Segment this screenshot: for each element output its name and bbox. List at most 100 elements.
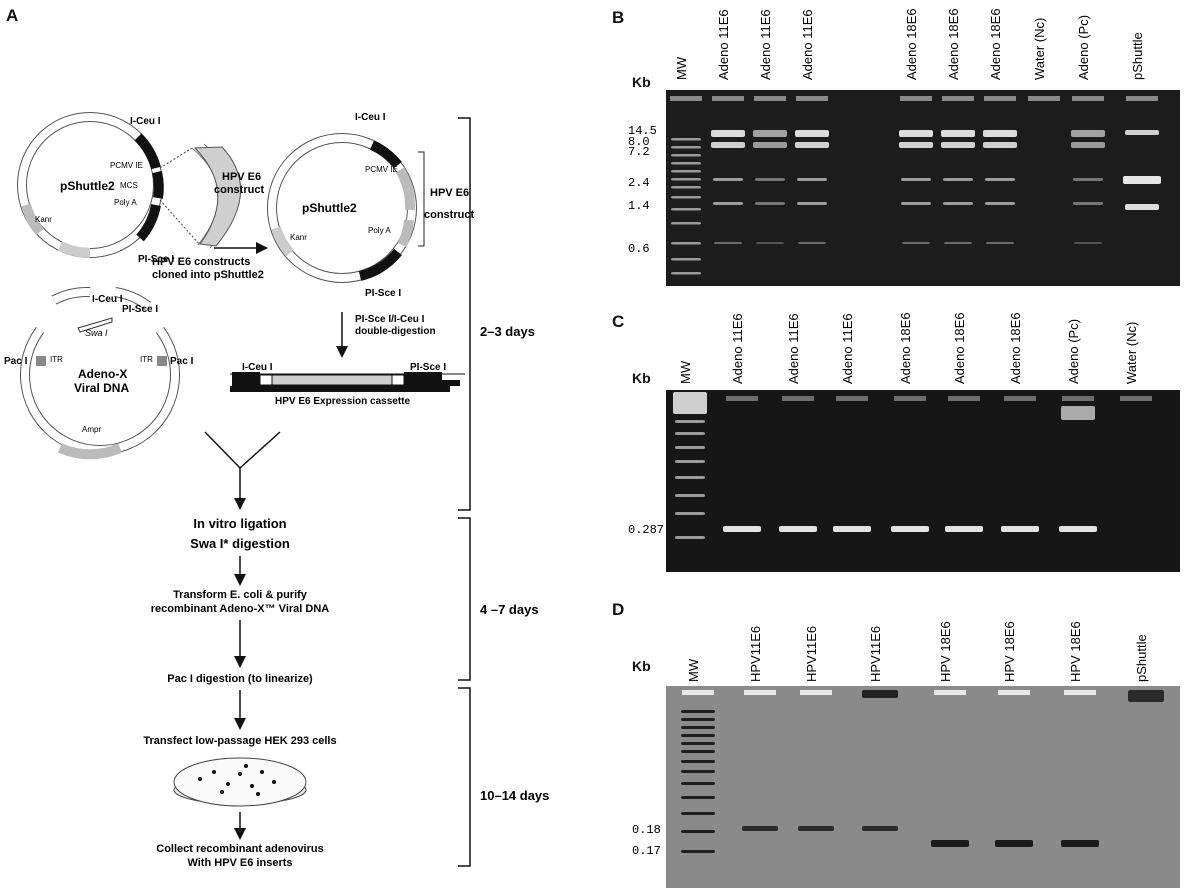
cloned-label-line2: cloned into pShuttle2 — [152, 269, 264, 281]
gelB-well — [1072, 96, 1104, 101]
gelB-band — [671, 170, 701, 173]
gelB-band — [983, 142, 1017, 148]
join-lines — [204, 431, 281, 470]
gelC-well — [948, 396, 980, 401]
gelB-band — [795, 130, 829, 137]
gelB-lane-label: Adeno 18E6 — [946, 8, 961, 80]
pcmv-label-right: PCMV IE — [365, 165, 398, 174]
gelB-band — [713, 178, 743, 181]
gelB-band — [941, 130, 975, 137]
gelB-band — [1071, 130, 1105, 137]
expression-cassette — [230, 372, 465, 392]
gelB-band — [985, 202, 1015, 205]
gelD-band — [681, 760, 715, 763]
gelB-lane-label: pShuttle — [1130, 32, 1145, 80]
gelD-lane-label: HPV11E6 — [868, 626, 883, 682]
pisce-label-right: PI-Sce I — [365, 288, 401, 299]
gelB-band — [943, 178, 973, 181]
step-transform: Transform E. coli & purify — [173, 589, 308, 601]
gelC-well — [1004, 396, 1036, 401]
pshuttle2-label-right: pShuttle2 — [302, 201, 357, 215]
gelD-well — [934, 690, 966, 695]
gelC-well — [1062, 396, 1094, 401]
gel-c-unit: Kb — [632, 370, 651, 386]
gelC-lane-label: Water (Nc) — [1124, 322, 1139, 384]
gelB-band — [797, 202, 827, 205]
gelB-well — [754, 96, 786, 101]
gelB-well — [1126, 96, 1158, 101]
gelC-well — [836, 396, 868, 401]
gelB-band — [986, 242, 1014, 244]
amp-label: Ampr — [82, 425, 101, 434]
gelB-band — [671, 154, 701, 157]
step-ligation: In vitro ligation — [193, 516, 286, 531]
gel-d-unit: Kb — [632, 658, 651, 674]
iceu-label-right: I-Ceu I — [355, 112, 386, 123]
gelB-band — [1073, 178, 1103, 181]
gelD-well — [998, 690, 1030, 695]
gelB-band — [711, 130, 745, 137]
construct-label-line1: HPV E6 — [222, 171, 261, 183]
gelD-band — [681, 850, 715, 853]
timeline-10-14-days: 10–14 days — [480, 788, 549, 803]
gelC-lane-label: Adeno 11E6 — [786, 313, 801, 384]
gelB-band — [901, 178, 931, 181]
gelB-band — [1073, 202, 1103, 205]
gelC-well — [1120, 396, 1152, 401]
gelD-band — [681, 726, 715, 729]
construct-label-line2: construct — [214, 184, 264, 196]
gelB-lane-label: Adeno 11E6 — [800, 9, 815, 80]
pshuttle2-plasmid-left — [17, 112, 164, 258]
gelC-lane-label: Adeno 11E6 — [840, 313, 855, 384]
gelB-band — [714, 242, 742, 244]
gelC-well — [726, 396, 758, 401]
gelC-well — [894, 396, 926, 401]
gelB-lane-label: Water (Nc) — [1032, 18, 1047, 80]
gelB-band — [1074, 242, 1102, 244]
gelC-band — [1001, 526, 1039, 532]
gelD-lane-label: HPV 18E6 — [1002, 621, 1017, 682]
gelB-size-label: 14.5 — [628, 124, 657, 138]
gelD-band — [681, 710, 715, 713]
gelB-band — [1125, 130, 1159, 135]
gelB-band — [753, 142, 787, 148]
gelC-band — [673, 392, 707, 414]
adeno-label-line1: Adeno-X — [78, 367, 127, 381]
gelB-lane-label: Adeno 11E6 — [758, 9, 773, 80]
step-transfect: Transfect low-passage HEK 293 cells — [143, 735, 336, 747]
gelB-band — [798, 242, 826, 244]
construct-right-line1: HPV E6 — [430, 187, 469, 199]
gelD-band — [681, 796, 715, 799]
gelC-band — [675, 460, 705, 463]
gelC-band — [675, 512, 705, 515]
gelD-well — [800, 690, 832, 695]
gelC-band — [1059, 526, 1097, 532]
timeline-4-7-days: 4 –7 days — [480, 602, 539, 617]
gelB-band — [671, 258, 701, 261]
gelB-band — [1123, 176, 1161, 184]
gelC-band — [675, 536, 705, 539]
construct-right-line2: construct — [424, 209, 474, 221]
gelB-band — [899, 142, 933, 148]
double-digestion-line2: double-digestion — [355, 326, 436, 337]
adeno-iceu-label: I-Ceu I — [92, 294, 123, 305]
itr-label-left: ITR — [50, 355, 63, 364]
step-collect: Collect recombinant adenovirus — [156, 843, 323, 855]
gelC-band — [723, 526, 761, 532]
adeno-x-plasmid — [20, 286, 180, 460]
gelD-band — [862, 826, 898, 831]
bracket-2-3-days — [458, 117, 471, 511]
gelD-band — [1061, 840, 1099, 847]
kan-label-left: Kanr — [35, 215, 52, 224]
gelB-band — [902, 242, 930, 244]
swai-label: Swa I — [85, 328, 108, 338]
gelC-lane-label: MW — [678, 360, 693, 384]
panel-label-b: B — [612, 8, 625, 27]
itr-label-right: ITR — [140, 355, 153, 364]
construct-bracket — [418, 151, 425, 247]
gelB-lane-label: Adeno 18E6 — [988, 8, 1003, 80]
gelC-band — [675, 494, 705, 497]
gel-b-unit: Kb — [632, 74, 651, 90]
gelD-band — [681, 734, 715, 737]
